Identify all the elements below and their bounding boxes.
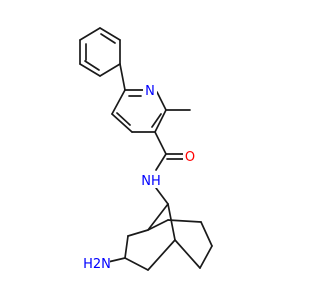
amide-oxygen-label: O bbox=[185, 150, 195, 165]
amide-nitrogen-label: NH bbox=[141, 174, 161, 189]
pyridine-ring bbox=[111, 89, 167, 133]
carboxamide-group bbox=[154, 131, 184, 171]
phenyl-ring bbox=[79, 27, 121, 77]
atom-label-amide-nitrogen: NH bbox=[139, 172, 163, 189]
atom-label-amine: H2N bbox=[83, 255, 111, 272]
ring-nitrogen-label: N bbox=[145, 84, 155, 99]
structure-diagram: N O NH H2N bbox=[79, 27, 213, 272]
atom-label-ring-nitrogen: N bbox=[143, 82, 157, 99]
bicyclic-ring bbox=[124, 203, 213, 271]
amine-bond bbox=[107, 257, 126, 263]
amine-label: H2N bbox=[83, 257, 111, 272]
atom-label-amide-oxygen: O bbox=[183, 148, 197, 165]
amide-n-bridge-bond bbox=[155, 187, 169, 205]
biaryl-bond bbox=[119, 63, 126, 91]
